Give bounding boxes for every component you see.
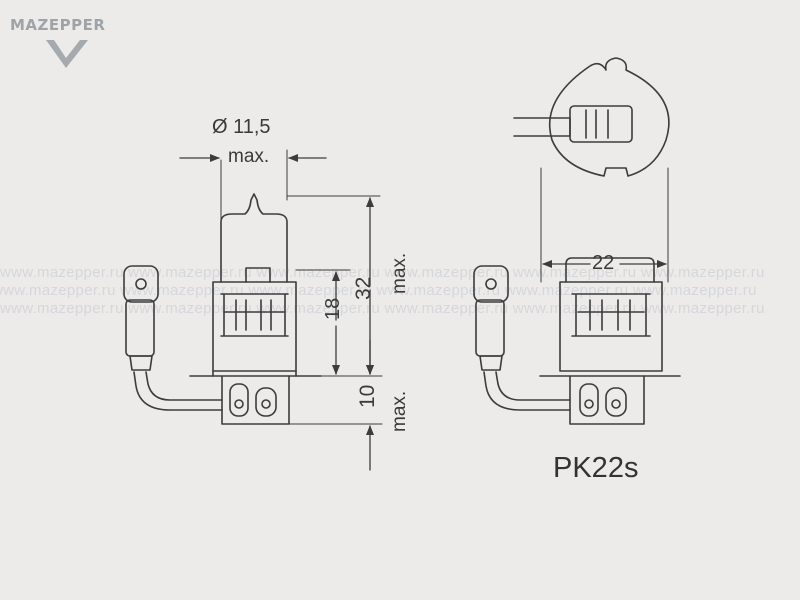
dim-base-width-value: 22 bbox=[592, 252, 615, 274]
socket-type-label: PK22s bbox=[553, 452, 639, 484]
watermark-line: www.mazepper.ru www.mazepper.ru www.maze… bbox=[0, 300, 765, 317]
dim-diameter-qualifier: max. bbox=[228, 146, 270, 167]
dim-diameter bbox=[179, 149, 327, 223]
dim-total-height-qualifier: max. bbox=[389, 252, 410, 294]
lamp-front-view bbox=[473, 257, 681, 425]
dim-base-height-qualifier: max. bbox=[389, 390, 410, 432]
brand-logo-text: MAZEPPER bbox=[10, 16, 106, 34]
watermark-line: www.mazepper.ru www.mazepper.ru www.maze… bbox=[0, 282, 757, 299]
lamp-side-view bbox=[123, 193, 322, 425]
socket-top-view bbox=[513, 57, 670, 177]
dim-light-center-value: 18 bbox=[322, 297, 344, 320]
dim-total-height-value: 32 bbox=[352, 276, 375, 300]
dim-diameter-value: Ø 11,5 bbox=[212, 116, 271, 138]
dim-base-width bbox=[540, 167, 669, 283]
dim-base-height-value: 10 bbox=[356, 384, 379, 408]
brand-logo-icon bbox=[46, 40, 88, 68]
watermark-line: www.mazepper.ru www.mazepper.ru www.maze… bbox=[0, 264, 765, 281]
